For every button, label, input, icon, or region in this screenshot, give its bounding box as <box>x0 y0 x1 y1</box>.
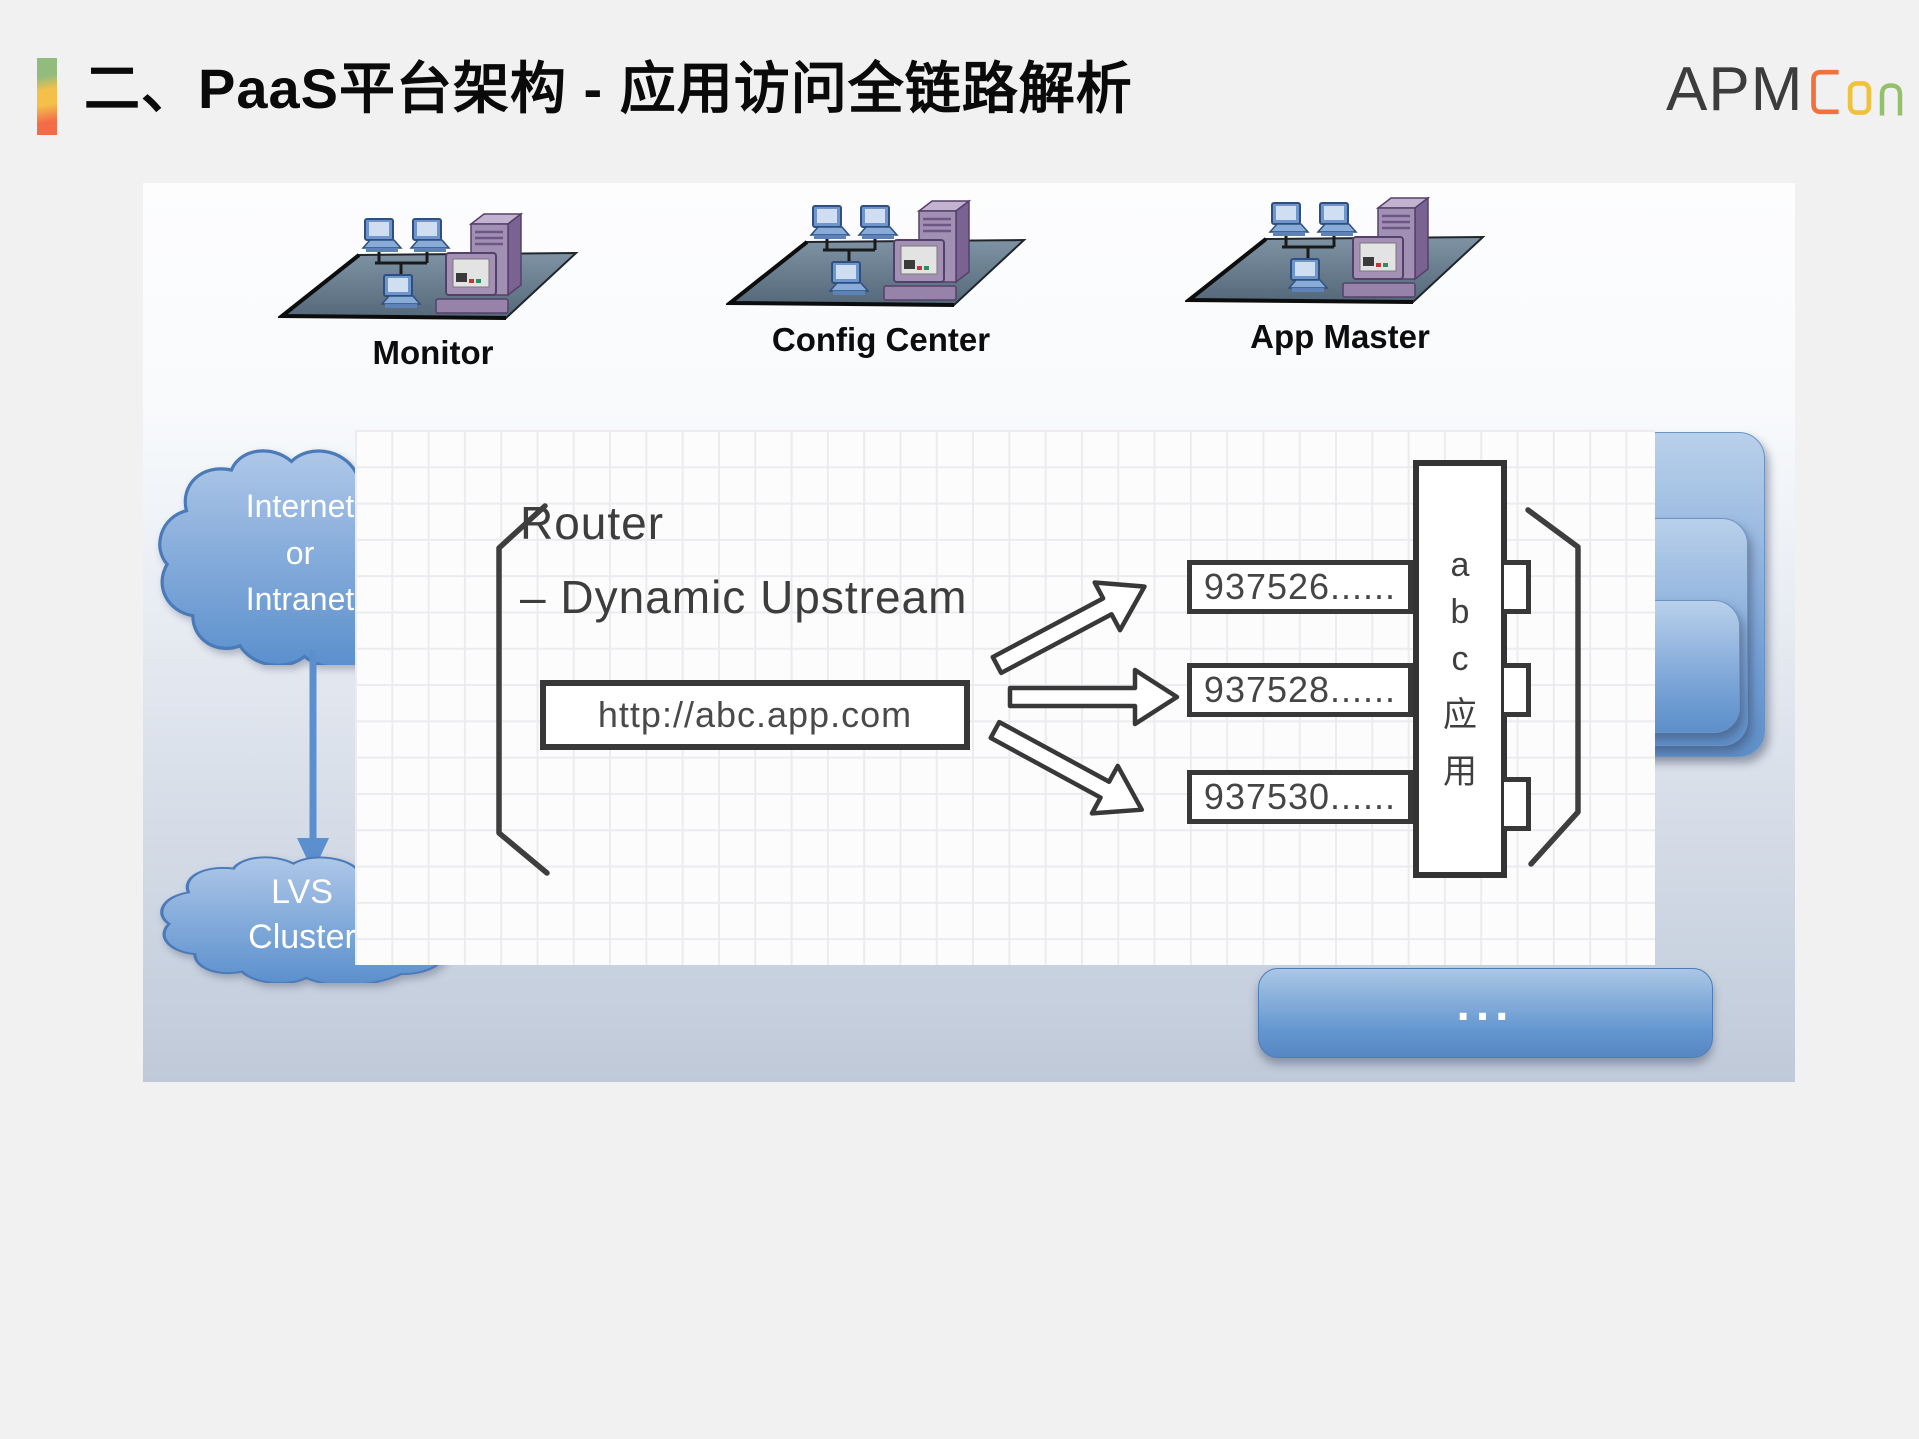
cluster-config-center: Config Center <box>716 190 1046 359</box>
app-port-tab <box>1504 777 1531 831</box>
upstream-id-1: 937526...... <box>1203 566 1397 607</box>
right-brace-icon <box>1525 507 1581 867</box>
app-char: 用 <box>1443 752 1477 791</box>
app-port-tab <box>1504 663 1531 717</box>
more-button-label: ... <box>1456 977 1515 1031</box>
upstream-box-2: 937528...... <box>1187 663 1413 717</box>
router-diagram-overlay: Router – Dynamic Upstream http://abc.app… <box>355 430 1655 965</box>
page-title: 二、PaaS平台架构 - 应用访问全链路解析 <box>84 57 1133 120</box>
logo-apm-text: APM <box>1666 55 1804 124</box>
arrow-down-right-icon <box>985 706 1155 833</box>
left-brace-icon <box>496 503 550 876</box>
router-subtitle: – Dynamic Upstream <box>520 571 968 623</box>
fanout-arrows-icon <box>985 555 1195 845</box>
internet-cloud-line2: or <box>285 535 315 571</box>
slide-canvas: Monitor Config Center App Master Interne… <box>143 183 1795 1082</box>
cluster-app-master: App Master <box>1175 187 1505 356</box>
app-char: 应 <box>1443 695 1477 734</box>
lvs-cloud: LVS Cluster <box>152 851 452 983</box>
app-char: c <box>1451 639 1469 678</box>
logo-letter-o-icon <box>1848 81 1872 115</box>
arrow-up-right-icon <box>985 563 1157 689</box>
apmcon-logo: APM <box>1666 55 1904 124</box>
internet-cloud-line1: Internet <box>245 488 355 524</box>
upstream-id-3: 937530...... <box>1203 776 1397 817</box>
cluster-config-center-label: Config Center <box>771 321 991 358</box>
logo-letter-n-icon <box>1880 83 1903 116</box>
upstream-box-3: 937530...... <box>1187 770 1413 824</box>
internet-cloud: Internet or Intranet <box>150 440 450 665</box>
network-cluster-icon <box>726 190 1036 312</box>
internet-cloud-line3: Intranet <box>245 581 355 617</box>
app-port-tab <box>1504 560 1531 614</box>
arrow-right-icon <box>1010 670 1177 724</box>
network-cluster-icon <box>278 203 588 325</box>
title-accent-bar <box>37 58 57 135</box>
down-arrow-connector <box>297 650 329 872</box>
url-box: http://abc.app.com <box>540 680 970 750</box>
router-title: Router <box>520 497 665 549</box>
logo-letter-c-icon <box>1811 69 1839 115</box>
app-char: a <box>1450 545 1470 584</box>
upstream-box-1: 937526...... <box>1187 560 1413 614</box>
lvs-cloud-line2: Cluster <box>248 918 356 956</box>
url-text: http://abc.app.com <box>597 694 913 735</box>
cluster-monitor: Monitor <box>268 203 598 372</box>
more-button: ... <box>1258 968 1713 1058</box>
app-column-box: a b c 应 用 <box>1413 460 1507 878</box>
cluster-app-master-label: App Master <box>1250 318 1430 355</box>
lvs-cloud-line1: LVS <box>271 873 333 911</box>
app-char: b <box>1450 592 1470 631</box>
upstream-id-2: 937528...... <box>1203 669 1397 710</box>
cluster-monitor-label: Monitor <box>372 334 494 371</box>
network-cluster-icon <box>1185 187 1495 309</box>
